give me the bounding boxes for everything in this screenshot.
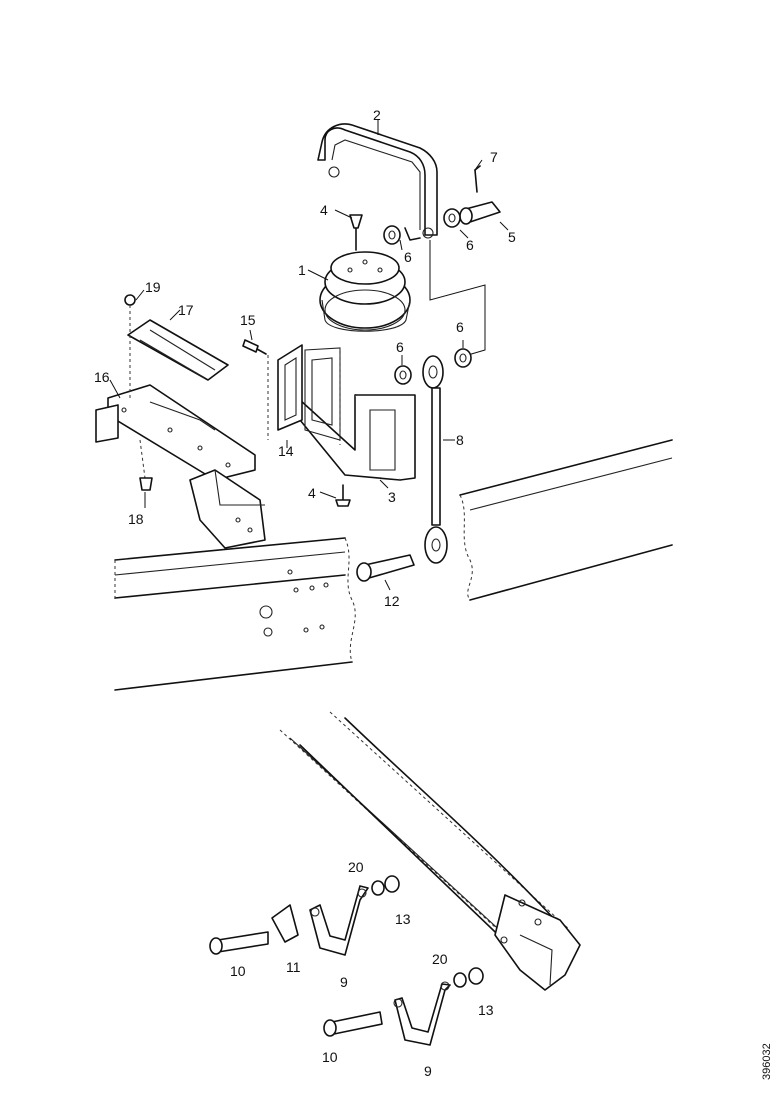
drawing-number: 396032 xyxy=(761,1043,773,1080)
part-20-washer-upper xyxy=(371,880,385,896)
callout-20-upper: 20 xyxy=(348,859,364,875)
callout-17: 17 xyxy=(178,302,194,318)
callout-14: 14 xyxy=(278,443,294,459)
callout-7: 7 xyxy=(490,149,498,165)
part-16-mounting-bracket xyxy=(95,384,266,549)
callout-12: 12 xyxy=(384,593,400,609)
part-3-support-bracket xyxy=(299,347,416,481)
part-1-air-bellows xyxy=(319,251,411,332)
callout-6-top-left: 6 xyxy=(404,249,412,265)
part-6-washer-mid-right xyxy=(454,348,472,368)
callouts: 2 7 4 6 6 5 1 19 17 15 6 6 16 8 14 4 3 1… xyxy=(94,107,516,1079)
part-13-nut-upper xyxy=(384,875,400,893)
callout-16: 16 xyxy=(94,369,110,385)
part-10-bolt-lower xyxy=(323,1011,383,1037)
callout-15: 15 xyxy=(240,312,256,328)
frame-rail-right xyxy=(459,439,673,601)
part-12-bolt xyxy=(356,554,415,582)
callout-8: 8 xyxy=(456,432,464,448)
callout-2: 2 xyxy=(373,107,381,123)
part-14-plate xyxy=(267,344,303,440)
callout-6-mid-left: 6 xyxy=(396,339,404,355)
callout-4-top: 4 xyxy=(320,202,328,218)
leader-lines xyxy=(109,120,509,591)
part-8-link-rod xyxy=(422,355,448,564)
callout-11: 11 xyxy=(286,959,301,975)
frame-rail-left xyxy=(114,537,356,691)
callout-13-upper: 13 xyxy=(395,911,411,927)
part-6-washer-mid-left xyxy=(394,365,412,385)
part-10-bolt-upper xyxy=(209,931,269,955)
frame-rail-lower xyxy=(279,711,581,991)
part-6-washer-top-left xyxy=(383,225,401,245)
part-4-screw-top xyxy=(349,214,363,251)
callout-9-upper: 9 xyxy=(340,974,348,990)
part-6-washer-top-right xyxy=(443,208,461,228)
callout-20-lower: 20 xyxy=(432,951,448,967)
part-19-nut xyxy=(124,294,136,400)
callout-10-lower: 10 xyxy=(322,1049,338,1065)
part-11-clamp xyxy=(271,904,299,943)
part-5-bolt xyxy=(459,201,501,225)
part-18-bolt xyxy=(139,477,153,491)
part-17-plate xyxy=(127,319,229,381)
callout-6-mid-right: 6 xyxy=(456,319,464,335)
callout-5: 5 xyxy=(508,229,516,245)
part-7-pin xyxy=(474,165,481,193)
part-4-screw-lower xyxy=(335,484,351,507)
callout-10-upper: 10 xyxy=(230,963,246,979)
part-9-u-clamp-upper xyxy=(309,885,369,956)
callout-1: 1 xyxy=(298,262,306,278)
part-20-washer-lower xyxy=(453,972,467,988)
callout-6-top-right: 6 xyxy=(466,237,474,253)
callout-9-lower: 9 xyxy=(424,1063,432,1079)
part-2-u-bracket xyxy=(317,123,438,241)
part-13-nut-lower xyxy=(468,967,484,985)
callout-3: 3 xyxy=(388,489,396,505)
callout-4-lower: 4 xyxy=(308,485,316,501)
callout-13-lower: 13 xyxy=(478,1002,494,1018)
part-15-screw xyxy=(242,339,267,355)
part-9-u-clamp-lower xyxy=(393,981,451,1046)
callout-18: 18 xyxy=(128,511,144,527)
callout-19: 19 xyxy=(145,279,161,295)
